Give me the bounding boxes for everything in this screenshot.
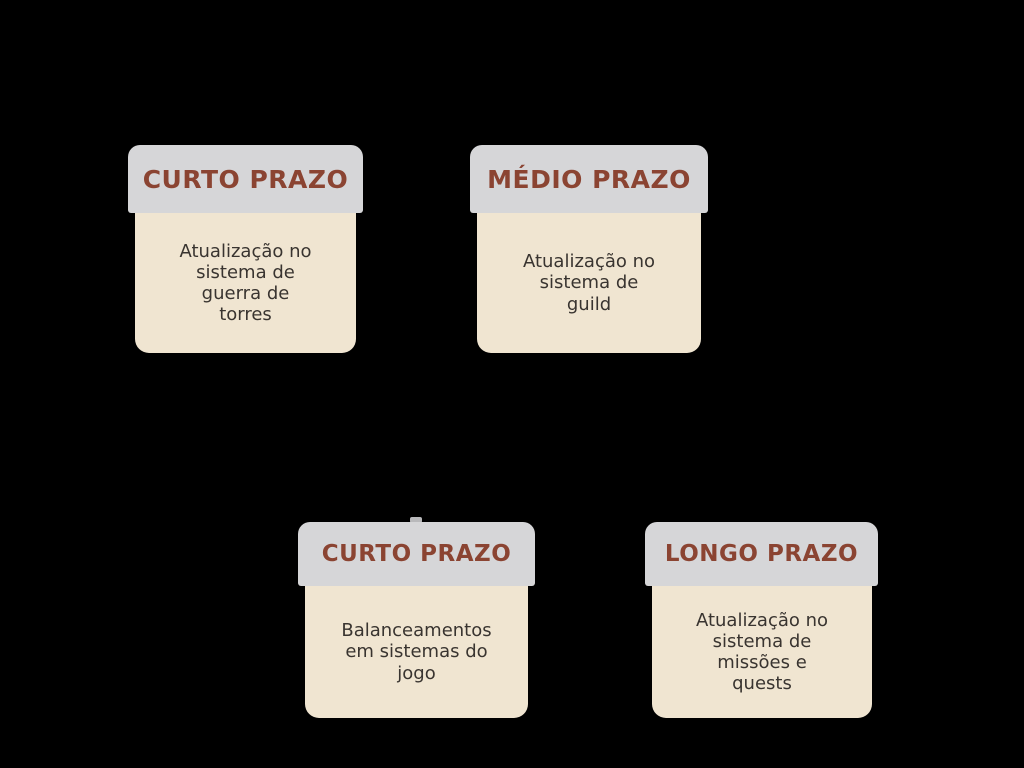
card-body-medio-prazo-guild: Atualização no sistema de guild xyxy=(477,213,701,353)
card-body-text: Atualização no sistema de missões e ques… xyxy=(695,609,829,695)
connector-nub-icon xyxy=(410,517,422,523)
card-body-text: Atualização no sistema de guerra de torr… xyxy=(179,240,312,326)
card-body-text: Atualização no sistema de guild xyxy=(522,251,656,315)
card-header-longo-prazo-missoes-quests: LONGO PRAZO xyxy=(645,522,878,586)
card-body-text: Balanceamentos em sistemas do jogo xyxy=(341,620,492,684)
card-header-title: MÉDIO PRAZO xyxy=(487,164,691,194)
card-header-curto-prazo-guerra-de-torres: CURTO PRAZO xyxy=(128,145,363,213)
card-header-curto-prazo-balanceamentos: CURTO PRAZO xyxy=(298,522,535,586)
card-header-medio-prazo-guild: MÉDIO PRAZO xyxy=(470,145,708,213)
card-header-title: LONGO PRAZO xyxy=(664,540,859,567)
card-body-curto-prazo-balanceamentos: Balanceamentos em sistemas do jogo xyxy=(305,586,528,718)
card-header-title: CURTO PRAZO xyxy=(142,164,349,194)
card-body-curto-prazo-guerra-de-torres: Atualização no sistema de guerra de torr… xyxy=(135,213,356,353)
card-header-title: CURTO PRAZO xyxy=(321,540,512,567)
card-body-longo-prazo-missoes-quests: Atualização no sistema de missões e ques… xyxy=(652,586,872,718)
